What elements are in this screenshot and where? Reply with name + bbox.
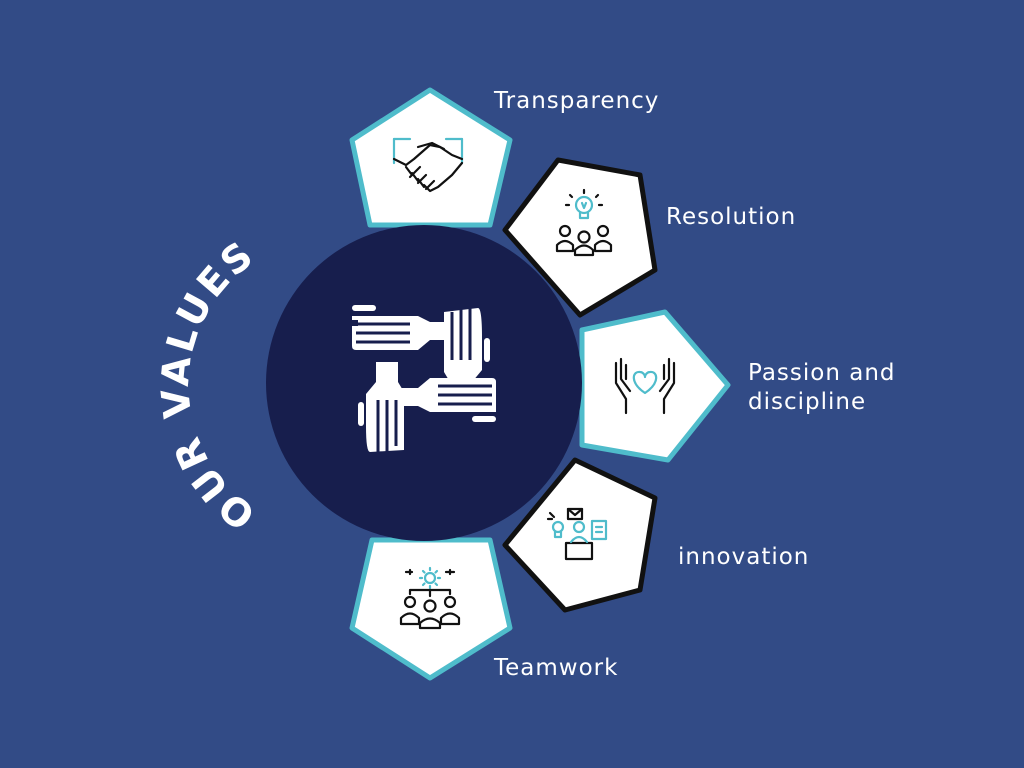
petal-transparency xyxy=(349,87,513,228)
handshake-icon xyxy=(392,137,464,193)
petal-resolution xyxy=(502,157,658,318)
diagram-title: OUR VALUES xyxy=(153,231,263,538)
idea-presentation-icon xyxy=(546,507,608,561)
hands-heart-icon xyxy=(614,357,676,415)
value-label-passion-and-discipline: Passion and discipline xyxy=(748,360,896,415)
gear-team-icon xyxy=(399,566,461,630)
value-label-innovation: innovation xyxy=(678,544,810,570)
value-label-transparency: Transparency xyxy=(494,88,660,114)
lightbulb-team-icon xyxy=(555,188,613,257)
value-label-resolution: Resolution xyxy=(666,204,797,230)
stacked-hands-icon xyxy=(352,305,496,452)
value-label-teamwork: Teamwork xyxy=(494,655,619,681)
petal-passion-and-discipline xyxy=(579,309,731,463)
petal-innovation xyxy=(502,457,658,613)
petal-teamwork xyxy=(349,537,513,681)
